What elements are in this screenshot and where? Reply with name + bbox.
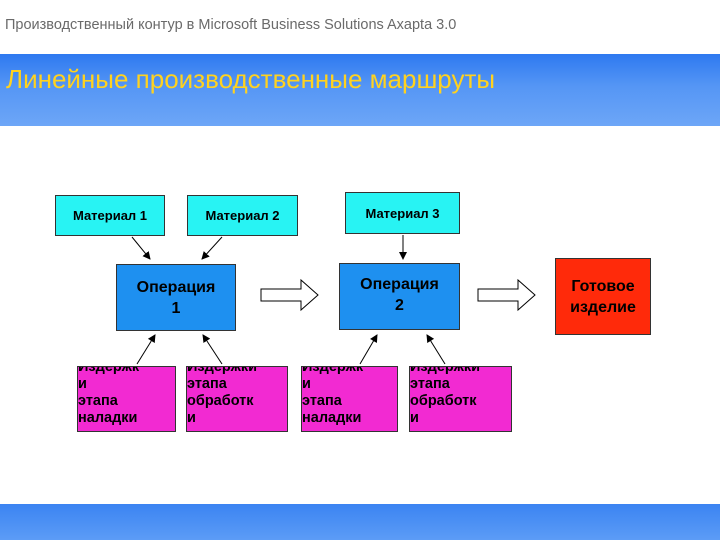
setup-cost-1-line-1: Издержк: [78, 366, 140, 375]
processing-cost-2-line-2: этапа: [410, 376, 450, 392]
processing-cost-2-line-4: и: [410, 410, 419, 426]
setup-cost-1-box: Издержк и этапа наладки: [77, 366, 176, 432]
arrow-proc-2-to-op-2: [426, 334, 446, 365]
operation-1-box: Операция 1: [116, 264, 236, 331]
setup-cost-1-line-4: наладки: [78, 410, 138, 426]
setup-cost-2-line-2: и: [302, 376, 311, 392]
block-arrow-op-2-to-product: [477, 278, 536, 312]
processing-cost-1-line-4: и: [187, 410, 196, 426]
processing-cost-1-line-1: Издержки: [187, 366, 258, 375]
setup-cost-2-line-1: Издержк: [302, 366, 364, 375]
setup-cost-1-line-3: этапа: [78, 393, 118, 409]
finished-product-line-2: изделие: [570, 298, 636, 316]
material-2-box: Материал 2: [187, 195, 298, 236]
finished-product-box: Готовое изделие: [555, 258, 651, 335]
processing-cost-2-box: Издержки этапа обработк и: [409, 366, 512, 432]
processing-cost-1-box: Издержки этапа обработк и: [186, 366, 288, 432]
footer-band: [0, 504, 720, 540]
material-3-label: Материал 3: [365, 205, 440, 221]
setup-cost-2-line-4: наладки: [302, 410, 362, 426]
setup-cost-1-line-2: и: [78, 376, 87, 392]
block-arrow-op-1-to-op-2: [260, 278, 319, 312]
page-title: Линейные производственные маршруты: [6, 64, 496, 94]
setup-cost-2-box: Издержк и этапа наладки: [301, 366, 398, 432]
finished-product-line-1: Готовое: [571, 277, 635, 295]
processing-cost-1-line-2: этапа: [187, 376, 227, 392]
operation-1-line-1: Операция: [136, 278, 216, 296]
processing-cost-2-line-1: Издержки: [410, 366, 481, 375]
material-3-box: Материал 3: [345, 192, 460, 234]
arrow-setup-1-to-op-1: [136, 334, 156, 365]
processing-cost-2-line-3: обработк: [410, 393, 477, 409]
arrow-material-1-to-op-1: [131, 236, 151, 260]
operation-2-line-1: Операция: [360, 276, 439, 293]
header-subtitle: Производственный контур в Microsoft Busi…: [5, 17, 457, 33]
operation-2-box: Операция 2: [339, 263, 460, 330]
arrow-material-2-to-op-1: [201, 236, 223, 260]
title-band: Линейные производственные маршруты: [0, 54, 720, 126]
setup-cost-2-line-3: этапа: [302, 393, 342, 409]
processing-cost-1-line-3: обработк: [187, 393, 254, 409]
operation-1-line-2: 1: [171, 299, 181, 317]
operation-2-line-2: 2: [395, 297, 404, 314]
material-2-label: Материал 2: [205, 208, 280, 223]
material-1-label: Материал 1: [72, 208, 148, 223]
material-1-box: Материал 1: [55, 195, 165, 236]
arrow-setup-2-to-op-2: [359, 334, 378, 365]
arrow-proc-1-to-op-1: [202, 334, 223, 365]
